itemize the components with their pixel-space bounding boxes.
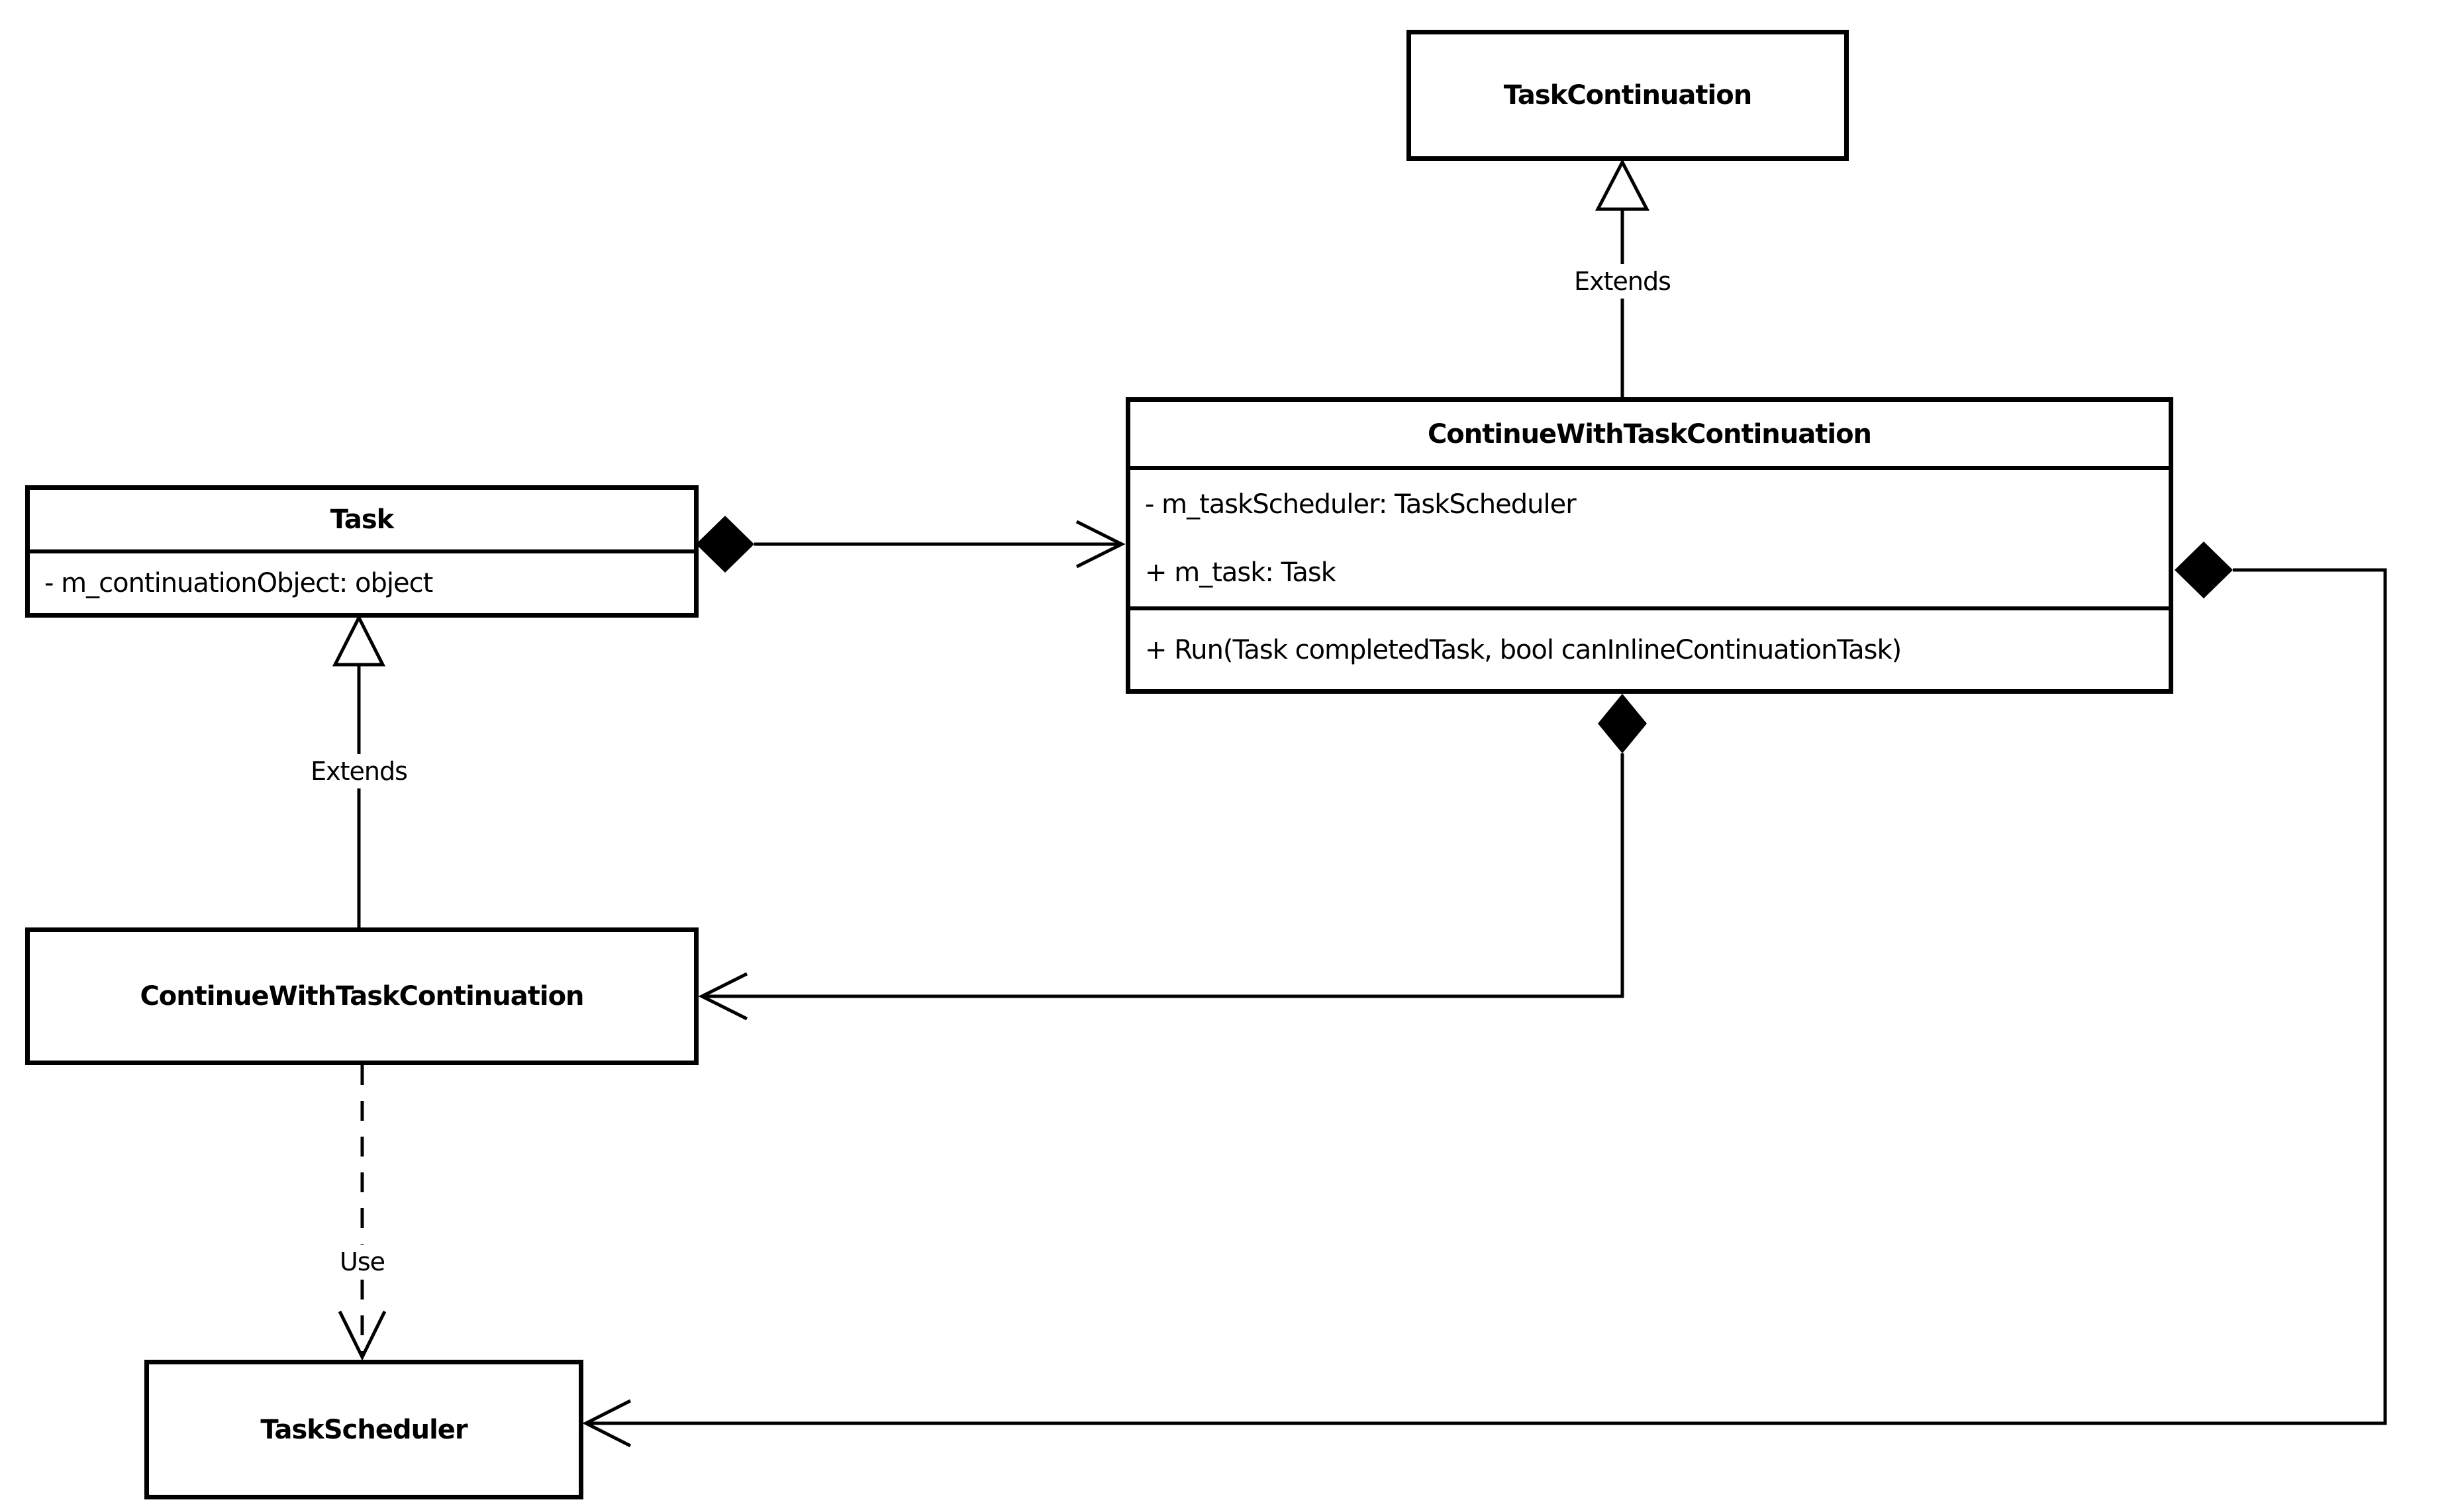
- attribute-m-task: + m_task: Task: [1145, 557, 1336, 588]
- methods-section: + Run(Task completedTask, bool canInline…: [1130, 606, 2169, 689]
- method-run: + Run(Task completedTask, bool canInline…: [1145, 634, 1902, 665]
- class-name-task: Task: [30, 490, 694, 553]
- open-arrowhead: [338, 1310, 387, 1361]
- composition-arrow-to-continuewithtaskcontinuation-sub: [698, 694, 1647, 1021]
- open-arrowhead: [1075, 520, 1126, 569]
- attribute-m-taskscheduler: - m_taskScheduler: TaskScheduler: [1145, 489, 1577, 520]
- edge-label-extends-top: Extends: [1567, 264, 1677, 299]
- class-name-taskscheduler: TaskScheduler: [260, 1414, 467, 1445]
- class-box-task: Task - m_continuationObject: object: [25, 485, 699, 618]
- composition-diamond: [1598, 694, 1647, 753]
- class-name-taskcontinuation: TaskContinuation: [1503, 80, 1752, 111]
- composition-arrow-task-to-continuewithtaskcontinuation: [696, 516, 1126, 573]
- class-box-continuewithtaskcontinuation-main: ContinueWithTaskContinuation - m_taskSch…: [1126, 397, 2173, 694]
- class-box-taskcontinuation: TaskContinuation: [1406, 30, 1849, 161]
- class-box-continuewithtaskcontinuation-sub: ContinueWithTaskContinuation: [25, 927, 699, 1065]
- use-dependency-arrow-to-taskscheduler: [338, 1065, 387, 1361]
- composition-diamond: [2175, 542, 2233, 598]
- open-arrowhead: [582, 1399, 632, 1448]
- edge-label-use: Use: [333, 1245, 391, 1279]
- class-name-continuewithtaskcontinuation-main: ContinueWithTaskContinuation: [1130, 402, 2169, 470]
- edge-label-extends-left: Extends: [304, 754, 414, 788]
- attributes-section: - m_continuationObject: object: [30, 553, 694, 613]
- attribute-m-continuationobject: - m_continuationObject: object: [44, 568, 433, 598]
- composition-diamond: [696, 516, 754, 573]
- class-box-taskscheduler: TaskScheduler: [144, 1360, 583, 1499]
- open-arrowhead: [698, 972, 748, 1021]
- attributes-section: - m_taskScheduler: TaskScheduler + m_tas…: [1130, 470, 2169, 606]
- class-name-continuewithtaskcontinuation-sub: ContinueWithTaskContinuation: [140, 981, 584, 1012]
